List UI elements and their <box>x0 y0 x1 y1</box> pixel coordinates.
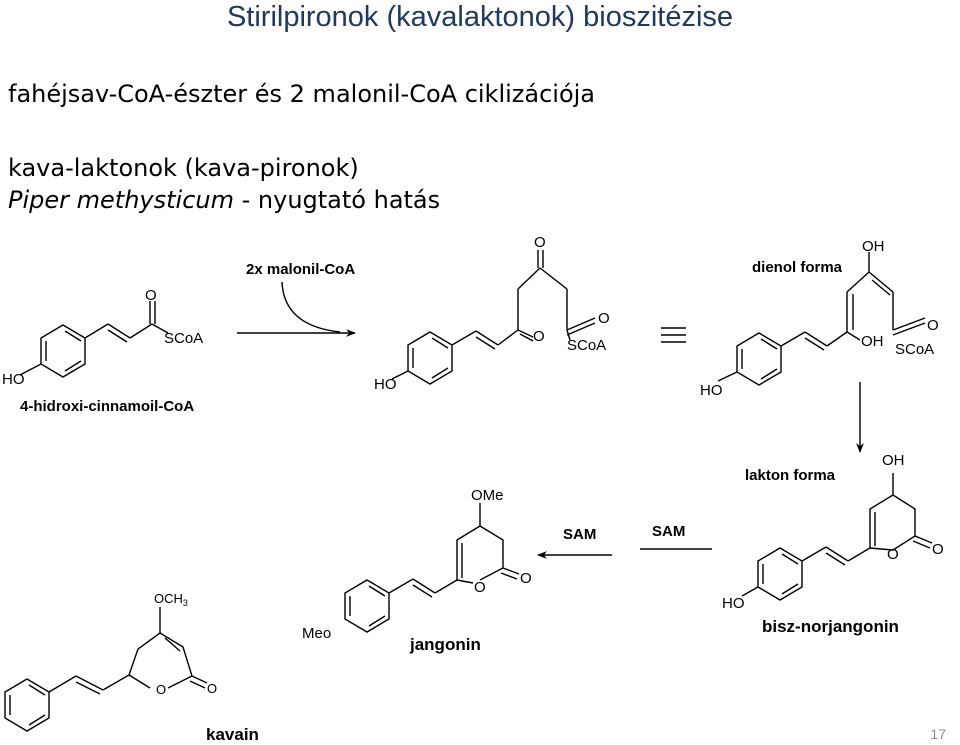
mol3-oh-mid-label: OH <box>861 333 884 350</box>
bisnorjangonin-name: bisz-norjangonin <box>762 617 899 636</box>
kavain-name: kavain <box>206 725 259 744</box>
species-name: Piper methysticum <box>8 186 234 214</box>
mol6-o-label: O <box>207 681 217 696</box>
malonyl-label: 2x malonil-CoA <box>246 261 355 278</box>
intermediate-structure <box>391 250 596 385</box>
mol1-o-label: O <box>145 287 157 304</box>
page-number: 17 <box>930 726 946 742</box>
mol1-ho-label: HO <box>2 371 25 388</box>
mol3-ho-label: HO <box>700 382 723 399</box>
mol5-ring-o-label: O <box>474 579 486 596</box>
dienol-structure <box>717 252 926 386</box>
dienol-form-label: dienol forma <box>752 259 843 276</box>
mol2-o-right-label: O <box>598 310 610 327</box>
jangonin-structure <box>344 503 520 633</box>
mol4-oh-label: OH <box>882 452 905 469</box>
cinnamoyl-coa-structure <box>19 301 169 378</box>
mol5-o-label: O <box>520 570 532 587</box>
subtitle-line-2: kava-laktonok (kava-pironok) <box>8 154 359 182</box>
jangonin-name: jangonin <box>409 635 481 654</box>
mol3-o-right-label: O <box>927 317 939 334</box>
mol4-ho-label: HO <box>722 595 745 612</box>
mol3-oh-top-label: OH <box>862 238 885 255</box>
lakton-form-label: lakton forma <box>745 467 836 484</box>
mol5-ome-label: OMe <box>471 487 504 504</box>
sam-label-1: SAM <box>563 526 596 543</box>
kavain-structure <box>4 607 208 732</box>
mol4-o-label: O <box>932 541 944 558</box>
mol6-ring-o-label: O <box>156 682 166 697</box>
bisnorjangonin-structure <box>741 473 933 601</box>
mol3-scoa-label: SCoA <box>895 341 934 358</box>
mol5-meo-label: Meo <box>302 625 331 642</box>
mol6-och3-label: OCH3 <box>154 591 188 608</box>
subtitle-line-3: Piper methysticum - nyugtató hatás <box>8 186 440 214</box>
mol2-scoa-label: SCoA <box>567 337 606 354</box>
mol4-ring-o-label: O <box>887 546 899 563</box>
equivalence-sign <box>661 327 686 343</box>
mol2-ho-label: HO <box>374 376 397 393</box>
effect-text: - nyugtató hatás <box>233 186 441 214</box>
mol1-scoa-label: SCoA <box>164 330 203 347</box>
sam-label-2: SAM <box>652 523 685 540</box>
page-title: Stirilpironok (kavalaktonok) bioszitézis… <box>226 1 734 33</box>
subtitle-line-1: fahéjsav-CoA-észter és 2 malonil-CoA cik… <box>8 80 596 108</box>
cinnamoyl-coa-name: 4-hidroxi-cinnamoil-CoA <box>20 398 194 415</box>
mol2-o-top-label: O <box>534 234 546 251</box>
arrow-malonyl-curve <box>281 281 341 333</box>
mol2-o-mid-label: O <box>533 328 545 345</box>
